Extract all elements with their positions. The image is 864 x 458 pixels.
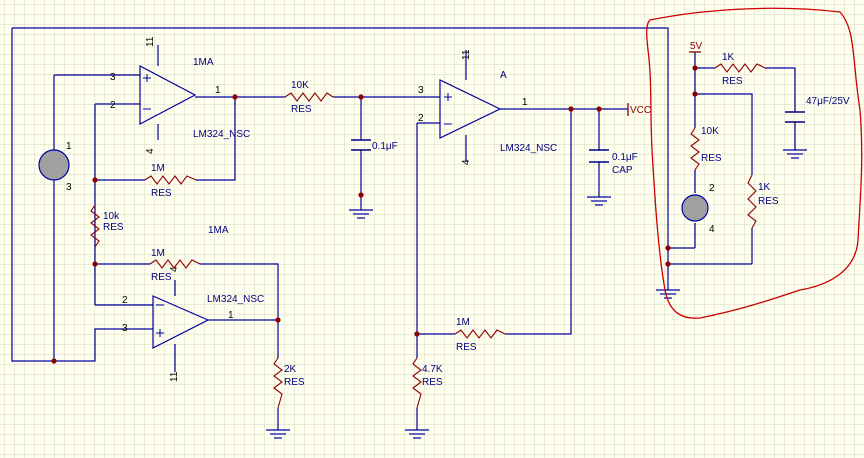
wire-left-bus [11, 28, 54, 362]
ground-icon [656, 289, 680, 299]
annotation-freehand-outline [646, 7, 863, 319]
u3-pin-plus: 3 [418, 85, 424, 96]
resistor-r-2k[interactable] [273, 357, 283, 409]
r-2k-value: 2K [284, 364, 297, 375]
resistor-r-1m-u3-fb[interactable] [454, 329, 506, 339]
sensor-right-pin-a: 2 [709, 183, 715, 194]
r-1m-u1-fb-value: 1M [151, 163, 165, 174]
r-1m-u3-fb-type: RES [456, 342, 477, 353]
opamp-u2-body [152, 295, 210, 349]
five-v-label: 5V [690, 41, 703, 52]
resistor-r-1m-u1-fb[interactable] [144, 175, 197, 185]
u2-pin-vcc: 4 [169, 266, 180, 272]
ground-icon [587, 196, 611, 206]
r-4k7-type: RES [422, 377, 443, 388]
r-4k7-value: 4.7K [422, 364, 443, 375]
ground-icon [266, 429, 290, 439]
u2-pin-out: 1 [228, 310, 234, 321]
sensor-left-pin-b: 3 [66, 182, 72, 193]
u1-pin-vcc: 11 [145, 36, 156, 47]
capacitor-c-vcc[interactable]: 0.1μF CAP [589, 149, 638, 176]
u2-pin-gnd: 11 [169, 371, 180, 382]
c-vcc-value: 0.1μF [612, 152, 638, 163]
c-mid-value: 0.1μF [372, 141, 398, 152]
r-1m-u2-fb-value: 1M [151, 248, 165, 259]
u1-ref: 1MA [193, 57, 214, 68]
r-1k-top-type: RES [722, 76, 743, 87]
u2-pin-minus: 2 [122, 295, 128, 306]
sensor-right-body [681, 194, 709, 222]
resistor-r-10k-div[interactable] [90, 204, 100, 248]
r-10k-div-value: 10k [103, 211, 120, 222]
r-1k-right-type: RES [758, 196, 779, 207]
u1-pin-plus: 3 [110, 72, 116, 83]
sensor-right[interactable]: 2 4 [681, 183, 715, 235]
sensor-left[interactable]: 1 3 [38, 141, 72, 193]
opamp-u3-body [439, 79, 502, 139]
u3-pin-out: 1 [522, 97, 528, 108]
r-10k-right-value: 10K [701, 126, 719, 137]
r-1m-u2-fb-type: RES [151, 272, 172, 283]
opamp-u1[interactable]: 3 2 1 11 4 1MA LM324_NSC [110, 36, 250, 154]
sensor-left-body [38, 149, 70, 181]
u3-ref: A [500, 70, 507, 81]
r-1k-top-value: 1K [722, 52, 735, 63]
opamp-u2[interactable]: 2 3 1 4 11 1MA LM324_NSC [122, 225, 264, 382]
five-v-port[interactable]: 5V [689, 41, 703, 53]
r-1m-u1-fb-type: RES [151, 188, 172, 199]
c-vcc-type: CAP [612, 165, 633, 176]
u2-part: LM324_NSC [207, 294, 264, 305]
resistor-labels: 10K RES 1M RES 10k RES 1M RES 2K RES 1M … [103, 52, 779, 388]
r-10k-series-value: 10K [291, 80, 309, 91]
sensor-left-pin-a: 1 [66, 141, 72, 152]
capacitor-c-47[interactable]: 47μF/25V [785, 96, 850, 123]
c-47-value: 47μF/25V [806, 96, 850, 107]
r-10k-series-type: RES [291, 104, 312, 115]
r-1m-u3-fb-value: 1M [456, 317, 470, 328]
u3-part: LM324_NSC [500, 143, 557, 154]
r-10k-div-type: RES [103, 222, 124, 233]
resistor-r-1k-right[interactable] [747, 174, 757, 229]
u1-part: LM324_NSC [193, 129, 250, 140]
opamp-u1-body [139, 65, 197, 125]
resistor-r-1k-top[interactable] [714, 63, 766, 73]
ground-icon [783, 149, 807, 159]
u3-pin-minus: 2 [418, 113, 424, 124]
vcc-port[interactable]: VCC [627, 103, 651, 116]
r-2k-type: RES [284, 377, 305, 388]
u1-pin-out: 1 [215, 85, 221, 96]
junctions [51, 65, 698, 364]
ground-icon [405, 429, 429, 439]
resistor-r-1m-u2-fb[interactable] [149, 259, 201, 269]
r-1k-right-value: 1K [758, 182, 771, 193]
sensor-right-pin-b: 4 [709, 224, 715, 235]
u2-ref: 1MA [208, 225, 229, 236]
resistor-r-10k-right[interactable] [690, 127, 700, 171]
resistor-r-4k7[interactable] [412, 357, 422, 409]
u1-pin-gnd: 4 [145, 148, 156, 154]
u3-pin-gnd: 4 [461, 159, 472, 165]
wire-top-bus [12, 27, 669, 262]
resistor-r-10k-series[interactable] [284, 92, 334, 102]
ground-icon [349, 209, 373, 219]
capacitor-c-mid[interactable]: 0.1μF [351, 139, 398, 152]
opamp-u3[interactable]: 3 2 1 11 4 A LM324_NSC [418, 49, 557, 165]
wires [11, 27, 796, 430]
resistor-symbols [90, 63, 766, 409]
r-10k-right-type: RES [701, 153, 722, 164]
vcc-label: VCC [630, 105, 651, 116]
u1-pin-minus: 2 [110, 100, 116, 111]
u2-pin-plus: 3 [122, 323, 128, 334]
u3-pin-vcc: 11 [461, 49, 472, 60]
ground-symbols [266, 149, 807, 439]
